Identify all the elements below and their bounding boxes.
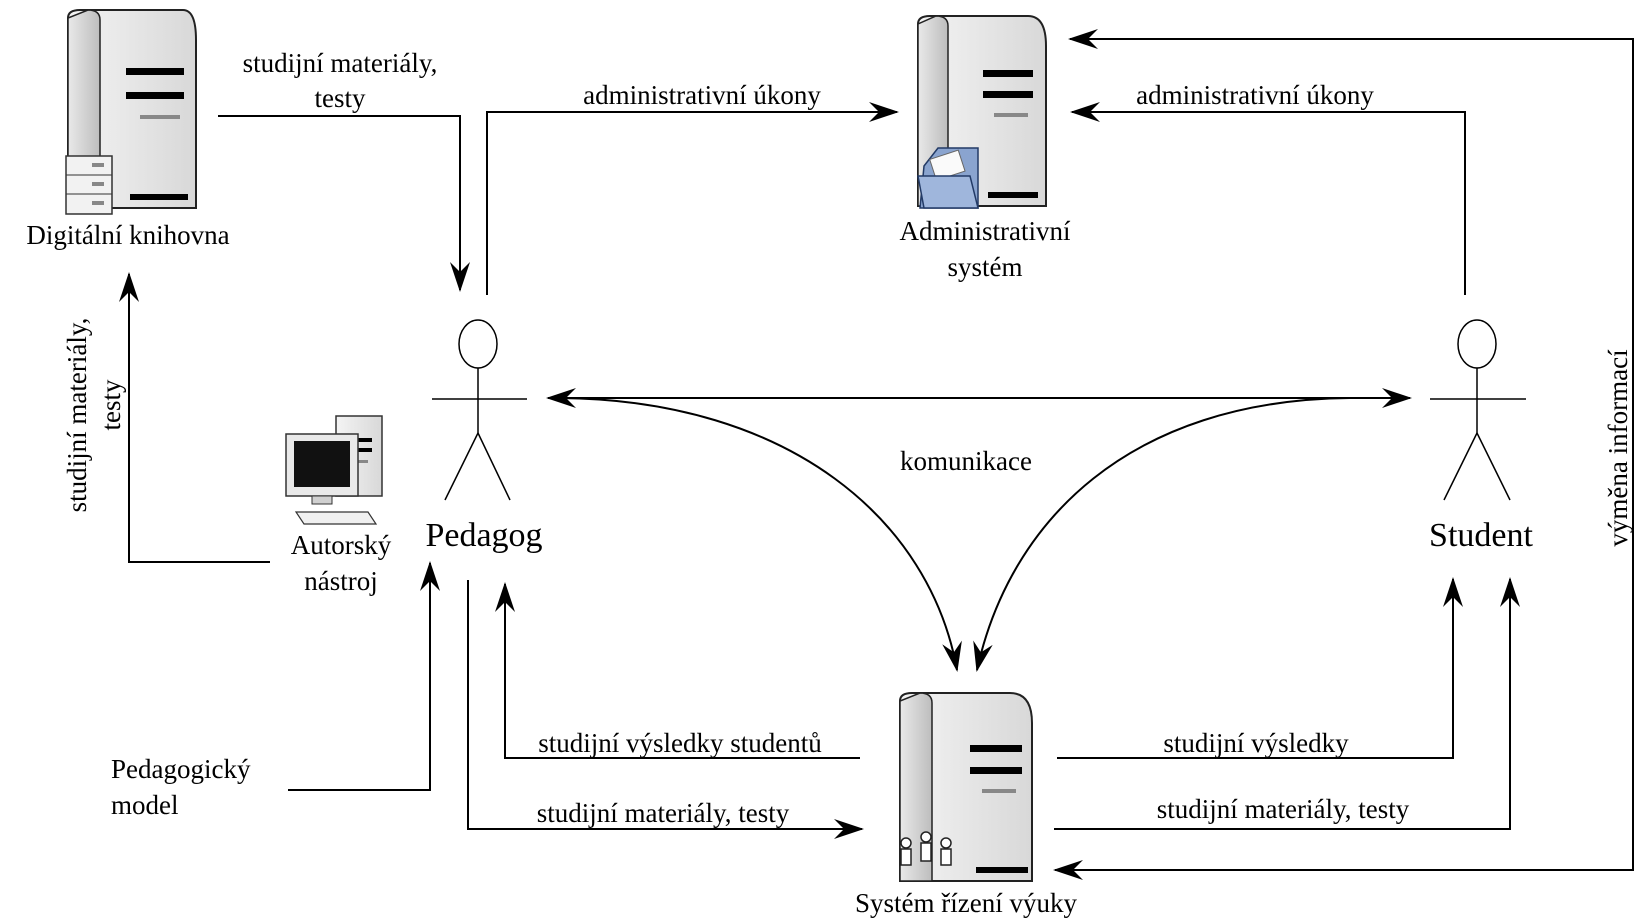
edge-lms-results-to-student (1057, 577, 1463, 759)
student-actor-icon (1430, 319, 1526, 501)
edge-teacher-materials-to-lms (467, 580, 864, 839)
edge-tool-to-library (119, 272, 270, 563)
lms-results-to-student-label: studijní výsledky (1163, 728, 1349, 758)
edge-library-to-teacher (218, 115, 470, 292)
teacher-actor-icon (432, 319, 527, 501)
digital-library-server-icon (65, 9, 197, 215)
pedagogical-model-label-line-2: model (111, 790, 179, 820)
lms-materials-to-student-label: studijní materiály, testy (1157, 794, 1410, 824)
teacher-materials-to-lms-label: studijní materiály, testy (537, 798, 790, 828)
communication-label: komunikace (900, 446, 1032, 476)
lms-server-icon (899, 692, 1033, 882)
tool-to-library-label-line-2: testy (96, 379, 126, 430)
authoring-tool-computer-icon (285, 415, 383, 525)
lms-results-to-teacher-label: studijní výsledky studentů (538, 728, 822, 758)
edge-lms-materials-to-student (1054, 577, 1520, 830)
admin-system-label-line-1: Administrativní (900, 216, 1071, 246)
admin-system-label-line-2: systém (947, 252, 1022, 282)
student-label: Student (1429, 517, 1533, 554)
lms-label: Systém řízení výuky (855, 888, 1077, 918)
edge-student-to-admin (1070, 102, 1466, 295)
teacher-to-admin-label: administrativní úkony (583, 80, 821, 110)
digital-library-label: Digitální knihovna (26, 220, 229, 250)
library-to-teacher-label-line-1: studijní materiály, (243, 48, 438, 78)
admin-system-server-icon (917, 15, 1047, 209)
edge-info-exchange-top (1068, 29, 1634, 49)
library-to-teacher-label-line-2: testy (315, 83, 366, 113)
info-exchange-label: výměna informací (1603, 349, 1633, 547)
authoring-tool-label-line-2: nástroj (304, 566, 378, 596)
edge-communication-to-lms (559, 397, 1351, 672)
authoring-tool-label-line-1: Autorský (291, 530, 392, 560)
tool-to-library-label-line-1: studijní materiály, (62, 318, 92, 513)
edge-lms-results-to-teacher (495, 582, 860, 759)
edge-info-exchange-bottom (1053, 38, 1634, 880)
edge-teacher-to-admin (486, 102, 899, 295)
student-to-admin-label: administrativní úkony (1136, 80, 1374, 110)
edge-model-to-teacher (288, 561, 440, 791)
teacher-label: Pedagog (425, 517, 542, 554)
pedagogical-model-label-line-1: Pedagogický (111, 754, 251, 784)
